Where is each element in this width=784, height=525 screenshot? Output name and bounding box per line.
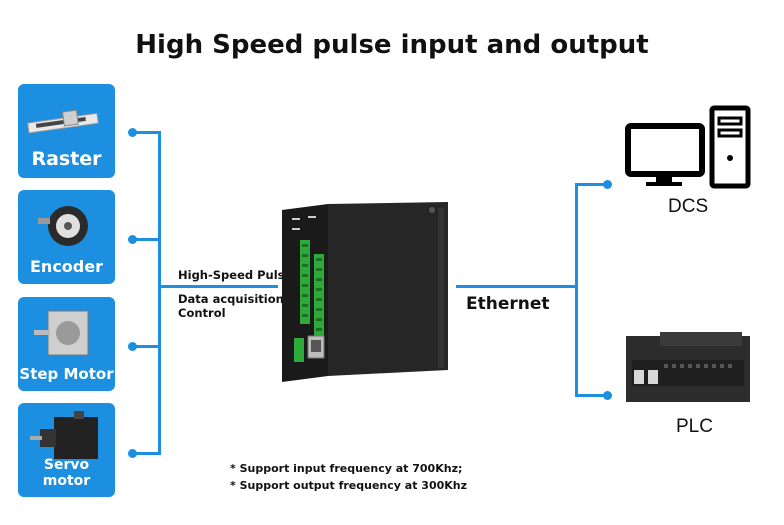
dcs-computer-icon (625, 105, 751, 189)
plc-icon (626, 332, 750, 402)
connector-line (133, 452, 161, 455)
control-label: Control (178, 306, 226, 320)
left-bus-line (158, 131, 161, 455)
raster-scale-icon (27, 109, 99, 134)
connector-dot-plc (603, 391, 612, 400)
pulse-label: High-Speed Pulse (178, 268, 293, 282)
right-bus-line (575, 183, 578, 397)
spec-notes: * Support input frequency at 700Khz; * S… (230, 460, 467, 494)
pulse-link-line (158, 285, 278, 288)
encoder-icon (38, 206, 88, 246)
ethernet-link-line (456, 285, 578, 288)
raster-card: Raster (18, 84, 115, 178)
io-module-device (282, 202, 448, 382)
acquisition-label: Data acquisition/ (178, 292, 289, 306)
connector-dot-servo-motor (128, 449, 137, 458)
servo-motor-card: Servo motor (18, 403, 115, 497)
step-motor-icon (34, 310, 89, 356)
servo-motor-icon (30, 411, 98, 459)
ethernet-label: Ethernet (466, 294, 550, 314)
encoder-card: Encoder (18, 190, 115, 284)
input-frequency-note: * Support input frequency at 700Khz; (230, 462, 463, 475)
page-title: High Speed pulse input and output (135, 30, 649, 60)
connector-line (133, 238, 161, 241)
connector-dot-dcs (603, 180, 612, 189)
raster-label: Raster (31, 148, 102, 170)
connector-line (575, 183, 605, 186)
connector-line (575, 394, 605, 397)
encoder-label: Encoder (30, 257, 103, 276)
step-motor-label: Step Motor (19, 365, 114, 383)
connector-dot-encoder (128, 235, 137, 244)
connector-dot-step-motor (128, 342, 137, 351)
output-frequency-note: * Support output frequency at 300Khz (230, 479, 468, 492)
connector-line (133, 131, 161, 134)
connector-dot-raster (128, 128, 137, 137)
step-motor-card: Step Motor (18, 297, 115, 391)
servo-motor-label: Servo motor (42, 457, 91, 489)
dcs-label: DCS (668, 196, 709, 217)
connector-line (133, 345, 161, 348)
plc-label: PLC (676, 416, 713, 437)
